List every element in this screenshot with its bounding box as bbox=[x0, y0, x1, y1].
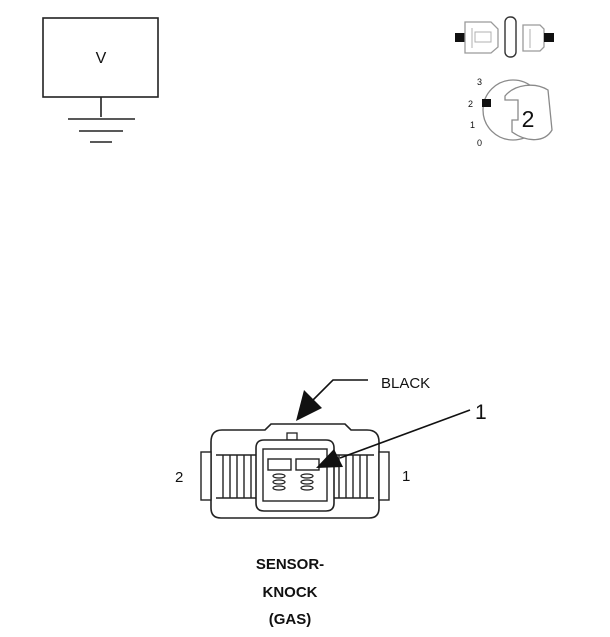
color-callout-arrow bbox=[296, 390, 322, 421]
terminal-pin-2 bbox=[267, 458, 292, 471]
ground-icon bbox=[68, 118, 135, 143]
connector-face: BLACK bbox=[175, 375, 487, 519]
pin-callout-leader bbox=[339, 409, 471, 459]
color-callout-label: BLACK bbox=[381, 375, 430, 392]
key-position-marker bbox=[482, 99, 491, 107]
pin-callout-label: 1 bbox=[475, 401, 487, 424]
right-pin-label: 1 bbox=[402, 468, 410, 485]
ignition-key-icon: 3 2 1 0 2 bbox=[468, 77, 553, 148]
locking-tab bbox=[286, 432, 298, 441]
caption-line: (GAS) bbox=[269, 611, 312, 628]
key-position-label: 3 bbox=[477, 77, 482, 87]
left-pin-label: 2 bbox=[175, 469, 183, 486]
terminal-cavity bbox=[255, 439, 335, 512]
color-callout-leader bbox=[312, 379, 368, 401]
connector-disconnect-icon bbox=[455, 16, 554, 58]
key-head bbox=[504, 84, 553, 141]
voltmeter-symbol: V bbox=[42, 17, 159, 143]
key-position-label: 0 bbox=[477, 138, 482, 148]
pin-callout-arrow bbox=[316, 449, 343, 468]
key-active-position: 2 bbox=[522, 106, 535, 132]
key-position-label: 1 bbox=[470, 120, 475, 130]
voltmeter-label: V bbox=[96, 50, 107, 67]
caption-line: KNOCK bbox=[263, 584, 318, 601]
component-caption: SENSOR- KNOCK (GAS) bbox=[256, 556, 324, 628]
key-position-label: 2 bbox=[468, 99, 473, 109]
terminal-pin-1 bbox=[295, 458, 320, 471]
caption-line: SENSOR- bbox=[256, 556, 324, 573]
